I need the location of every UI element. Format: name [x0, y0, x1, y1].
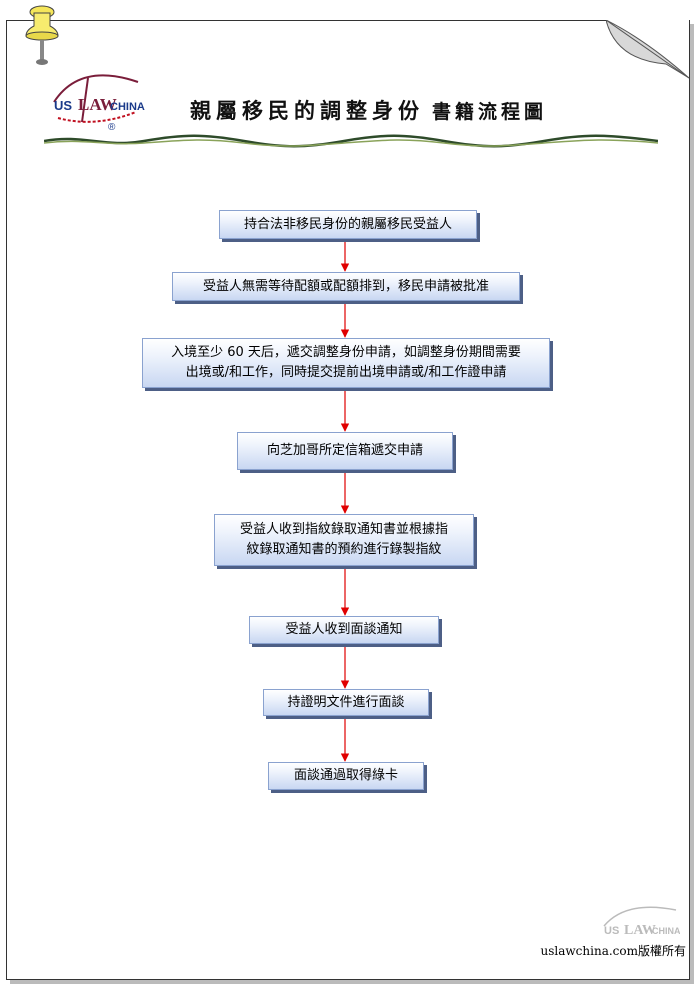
- us-law-china-logo: US LAW CHINA ®: [53, 74, 145, 133]
- svg-text:US: US: [604, 925, 619, 937]
- flow-step-1: 持合法非移民身份的親屬移民受益人: [219, 210, 477, 239]
- page-curl: [606, 20, 690, 79]
- svg-text:LAW: LAW: [78, 95, 117, 114]
- copyright-text: uslawchina.com版權所有: [540, 944, 686, 958]
- svg-text:US: US: [54, 98, 72, 113]
- decorative-rule: [44, 134, 658, 148]
- paper-sheet: [6, 20, 690, 980]
- svg-text:®: ®: [108, 122, 116, 133]
- footer-logo-watermark: US LAW CHINA: [603, 906, 680, 938]
- flow-step-3: 入境至少 60 天后，遞交調整身份申請，如調整身份期間需要 出境或/和工作，同時…: [142, 338, 550, 388]
- flow-step-2: 受益人無需等待配額或配額排到，移民申請被批准: [172, 272, 520, 301]
- svg-text:CHINA: CHINA: [110, 101, 145, 113]
- flow-step-5: 受益人收到指紋錄取通知書並根據指 紋錄取通知書的預約進行錄製指紋: [214, 514, 474, 566]
- page-title: 親屬移民的調整身份書籍流程圖: [190, 96, 547, 126]
- flow-step-6: 受益人收到面談通知: [249, 616, 439, 644]
- push-pin-icon: [25, 5, 59, 65]
- svg-text:CHINA: CHINA: [652, 926, 680, 936]
- flow-step-7: 持證明文件進行面談: [263, 689, 429, 716]
- flow-step-8: 面談通過取得綠卡: [268, 762, 424, 790]
- title-main: 親屬移民的調整身份: [190, 99, 424, 123]
- flow-step-4: 向芝加哥所定信箱遞交申請: [237, 432, 453, 470]
- title-subtitle: 書籍流程圖: [432, 101, 548, 123]
- svg-text:LAW: LAW: [624, 923, 656, 938]
